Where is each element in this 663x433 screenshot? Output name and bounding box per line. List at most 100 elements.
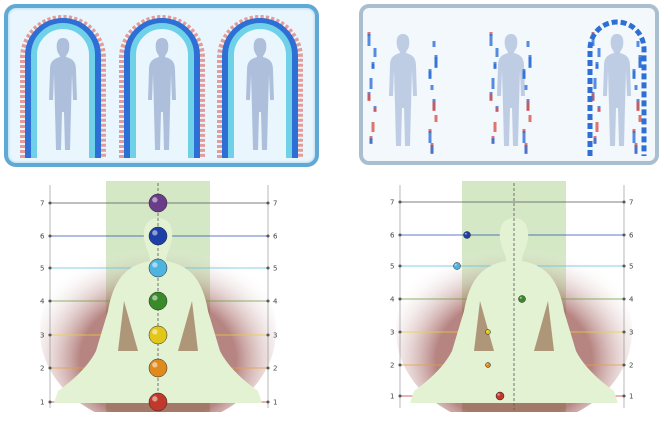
level-label-right-4: 4 xyxy=(273,298,278,306)
aura-fragment xyxy=(633,71,636,79)
level-label-left-5: 5 xyxy=(40,265,44,273)
level-label-right-2: 2 xyxy=(629,362,633,370)
aura-fragment xyxy=(525,145,528,154)
chakra-ball-6 xyxy=(464,232,471,239)
chakra-ball-5 xyxy=(454,263,461,270)
aura-fragment xyxy=(372,122,375,132)
aura-fragment xyxy=(494,122,497,132)
chakra-ball-4 xyxy=(149,292,167,310)
aura-fragment xyxy=(598,48,601,57)
aura-fragment xyxy=(523,131,526,143)
aura-fragment xyxy=(433,101,436,111)
aura-fragment xyxy=(596,64,599,69)
aura-fragment xyxy=(374,48,377,57)
aura-fragment xyxy=(370,138,373,144)
aura-fragment xyxy=(490,34,493,46)
level-label-left-6: 6 xyxy=(390,232,395,240)
aura-fragment xyxy=(529,115,532,122)
aura-panel-balanced xyxy=(4,4,319,167)
aura-fragment xyxy=(635,145,638,154)
chakra-highlight-5 xyxy=(152,262,157,267)
chakra-highlight-6 xyxy=(152,230,157,235)
chakra-highlight-4 xyxy=(152,295,157,300)
aura-fragment xyxy=(527,101,530,111)
chakra-highlight-7 xyxy=(152,197,157,202)
aura-fragment xyxy=(370,78,373,89)
aura-fragment xyxy=(594,78,597,89)
aura-fragment xyxy=(496,48,499,57)
level-label-right-6: 6 xyxy=(273,233,278,241)
aura-fragment xyxy=(429,131,432,143)
aura-fragment xyxy=(523,71,526,79)
aura-fragment xyxy=(492,78,495,89)
chakra-ball-1 xyxy=(496,392,504,400)
aura-fragment xyxy=(372,64,375,69)
level-label-left-7: 7 xyxy=(40,200,44,208)
aura-fragment xyxy=(639,115,642,122)
aura-fragment xyxy=(374,108,377,112)
person-silhouette xyxy=(603,34,631,146)
aura-figure-3 xyxy=(222,20,298,158)
aura-fragment xyxy=(525,85,528,90)
fragmented-figure-3 xyxy=(590,22,644,156)
chakra-highlight-4 xyxy=(520,297,522,299)
chakra-ball-5 xyxy=(149,259,167,277)
chakra-highlight-3 xyxy=(486,330,488,332)
level-label-right-6: 6 xyxy=(629,232,634,240)
aura-fragment xyxy=(637,41,640,47)
person-silhouette xyxy=(389,34,417,146)
aura-fragment xyxy=(639,57,642,68)
chakra-highlight-1 xyxy=(497,393,499,395)
fragmented-figure-1 xyxy=(368,32,438,154)
aura-fragment xyxy=(527,41,530,47)
chakra-ball-4 xyxy=(519,296,526,303)
level-label-left-3: 3 xyxy=(390,329,394,337)
aura-fragment xyxy=(594,138,597,144)
level-label-right-7: 7 xyxy=(273,200,277,208)
chakra-highlight-6 xyxy=(465,233,467,235)
level-label-left-3: 3 xyxy=(40,332,44,340)
level-label-right-2: 2 xyxy=(273,365,277,373)
level-label-left-5: 5 xyxy=(390,263,394,271)
chakra-ball-6 xyxy=(149,227,167,245)
level-label-left-2: 2 xyxy=(40,365,44,373)
aura-fragment xyxy=(596,122,599,132)
level-label-left-4: 4 xyxy=(390,296,395,304)
aura-fragment xyxy=(490,94,493,101)
chakra-highlight-5 xyxy=(455,264,457,266)
level-label-right-1: 1 xyxy=(273,399,277,407)
aura-fragment xyxy=(496,108,499,112)
level-label-right-3: 3 xyxy=(273,332,277,340)
person-silhouette xyxy=(49,38,77,150)
aura-fragment xyxy=(529,57,532,68)
person-silhouette xyxy=(497,34,525,146)
level-label-left-2: 2 xyxy=(390,362,394,370)
aura-figures-fragmented xyxy=(363,8,655,161)
chakra-ball-7 xyxy=(149,194,167,212)
aura-fragment xyxy=(368,94,371,101)
aura-fragment xyxy=(598,108,601,112)
chakra-chart-misaligned: 11223344556677 xyxy=(386,181,638,412)
aura-fragment xyxy=(635,85,638,90)
level-label-left-1: 1 xyxy=(40,399,44,407)
chakra-ball-2 xyxy=(486,363,491,368)
aura-fragment xyxy=(633,131,636,143)
level-label-right-1: 1 xyxy=(629,393,633,401)
aura-panel-fragmented xyxy=(359,4,659,165)
level-label-left-4: 4 xyxy=(40,298,45,306)
aura-fragment xyxy=(431,85,434,90)
aura-figure-2 xyxy=(124,20,200,158)
fragmented-figure-2 xyxy=(490,32,532,154)
chakra-ball-3 xyxy=(486,330,491,335)
level-label-left-7: 7 xyxy=(390,199,394,207)
aura-fragment xyxy=(435,115,438,122)
aura-fragment xyxy=(637,101,640,111)
chakra-ball-1 xyxy=(149,393,167,411)
chakra-highlight-3 xyxy=(152,329,157,334)
aura-fragment xyxy=(492,138,495,144)
level-label-right-4: 4 xyxy=(629,296,634,304)
chakra-highlight-2 xyxy=(486,363,488,365)
